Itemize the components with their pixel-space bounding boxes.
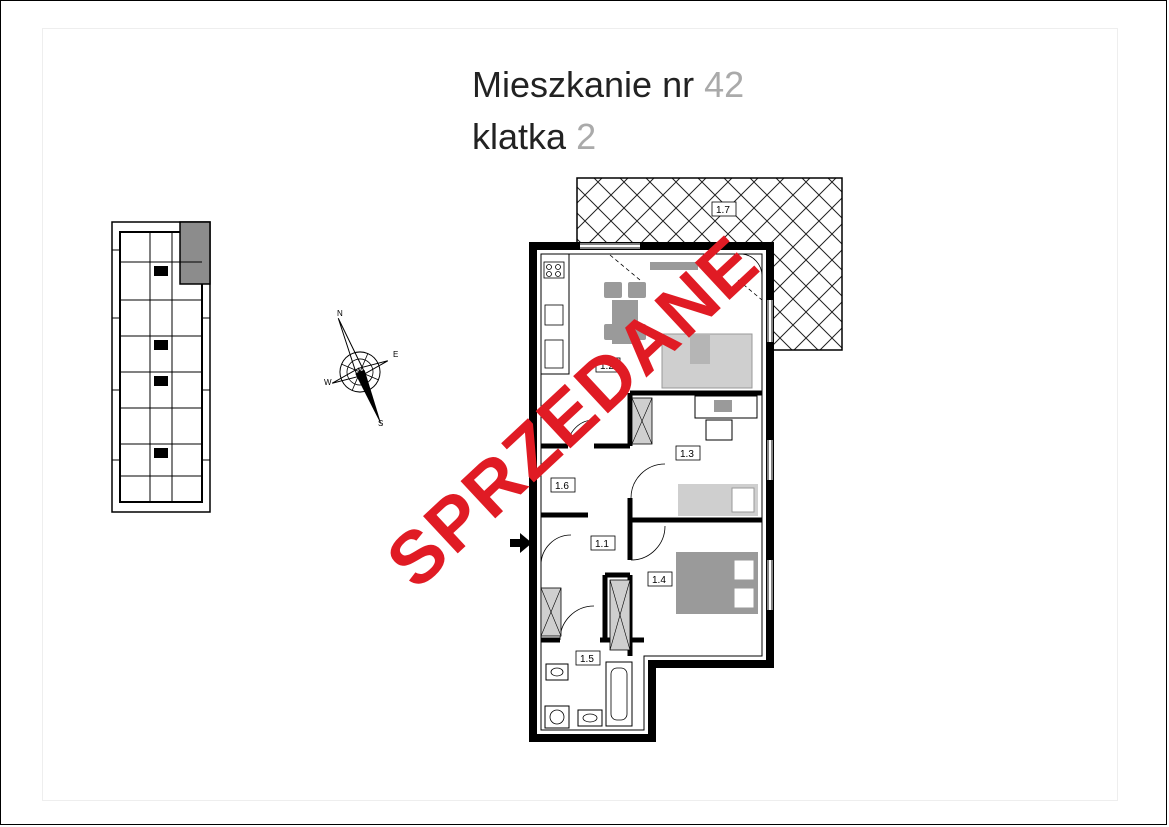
- stair-number: 2: [576, 116, 597, 157]
- room-label-1-7: 1.7: [716, 205, 730, 216]
- compass-n: N: [337, 309, 343, 318]
- room-labels: 1.7 1.2 1.3 1.6 1.1 1.4 1.5: [550, 201, 737, 666]
- toilet: [545, 663, 569, 681]
- entrance-arrow-icon: [510, 533, 532, 553]
- apartment-number: 42: [704, 64, 745, 105]
- sink: [577, 709, 603, 727]
- desk-chair: [705, 419, 733, 441]
- key-plan-outline: [111, 221, 211, 513]
- room-label-1-2: 1.2: [600, 361, 614, 372]
- room-label-1-1: 1.1: [595, 539, 609, 550]
- washing-machine: [544, 705, 570, 729]
- compass-rose: [331, 318, 389, 426]
- compass-e: E: [393, 350, 398, 359]
- compass-w: W: [324, 378, 332, 387]
- apartment-title: Mieszkanie nr 42: [472, 64, 744, 106]
- tv-unit: [650, 262, 698, 270]
- room-label-1-5: 1.5: [580, 654, 594, 665]
- key-plan-stairs: [154, 266, 168, 458]
- room-label-1-3: 1.3: [680, 449, 694, 460]
- bathtub: [605, 661, 633, 727]
- stair-title: klatka 2: [472, 116, 596, 158]
- key-plan-partitions: [112, 232, 210, 502]
- room-label-1-6: 1.6: [555, 481, 569, 492]
- compass-s: S: [378, 419, 383, 428]
- key-plan: [111, 221, 211, 513]
- room-label-1-4: 1.4: [652, 575, 666, 586]
- key-plan-highlight-unit: [179, 221, 211, 285]
- stair-label: klatka: [472, 116, 567, 157]
- furniture: [540, 253, 758, 729]
- apartment-label: Mieszkanie nr: [472, 64, 695, 105]
